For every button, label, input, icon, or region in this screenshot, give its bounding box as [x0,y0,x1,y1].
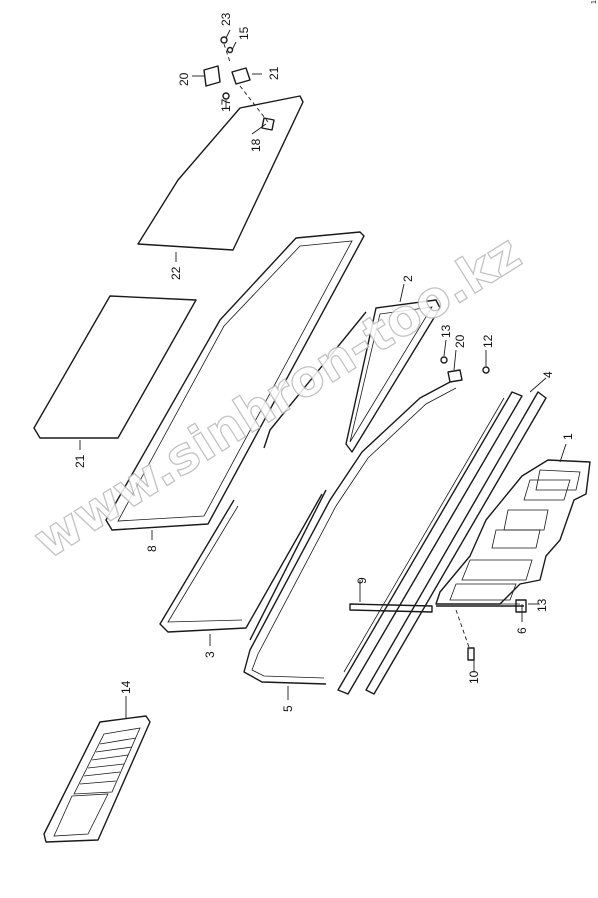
part-4-rails [337,391,547,695]
callout-9: 9 [355,577,369,584]
callout-16: 17 [219,98,233,112]
callout-22: 22 [169,266,183,280]
callout-10: 10 [467,670,481,684]
callout-13-lower: 13 [535,598,549,612]
part-1-grille [435,459,591,607]
callout-1: 1 [561,433,575,440]
callout-4: 4 [541,371,555,378]
part-6-bracket [515,599,527,613]
callout-14: 14 [119,680,133,694]
part-3-lower-frame [159,493,323,633]
callout-13-upper: 13 [439,324,453,338]
part-13-screw [440,356,448,364]
part-17-clip [261,117,275,131]
callout-17: 18 [249,138,263,152]
part-21-glass-panel [33,295,197,439]
callout-3: 3 [203,651,217,658]
watermark-text: www.sinhron-too.kz [24,223,531,570]
part-15-washer [226,46,234,54]
part-23-screw [220,36,228,44]
leader-lines [79,29,567,718]
callout-12: 12 [481,334,495,348]
callout-21: 21 [73,454,87,468]
callout-18: 20 [177,72,191,86]
callout-8: 8 [145,545,159,552]
callout-19: 21 [267,66,281,80]
part-2-upper-channel [263,299,441,453]
part-20-clip [447,369,463,383]
callouts: 23 15 20 21 17 18 22 2 21 8 1 4 12 13 20… [73,0,598,712]
callout-6: 6 [515,627,529,634]
callout-20: 20 [453,334,467,348]
part-14-vent-grille [43,715,151,843]
callout-5: 5 [281,705,295,712]
callout-23: 23 [219,12,233,26]
part-12-screw [482,366,490,374]
fittings-group [203,36,275,131]
part-19-bracket [231,67,251,85]
callout-2: 2 [401,275,415,282]
part-22-window-glass [137,95,304,251]
part-16-nut [222,92,230,100]
upper-fasteners [440,356,490,383]
callout-15: 15 [237,26,251,40]
part-10-bolt [455,609,475,661]
part-18-bracket [203,65,221,87]
part-8-frame-seal [105,231,365,531]
part-5-j-seal [243,381,457,685]
corner-mark: 1 [591,0,598,4]
part-9-rod [349,603,433,613]
